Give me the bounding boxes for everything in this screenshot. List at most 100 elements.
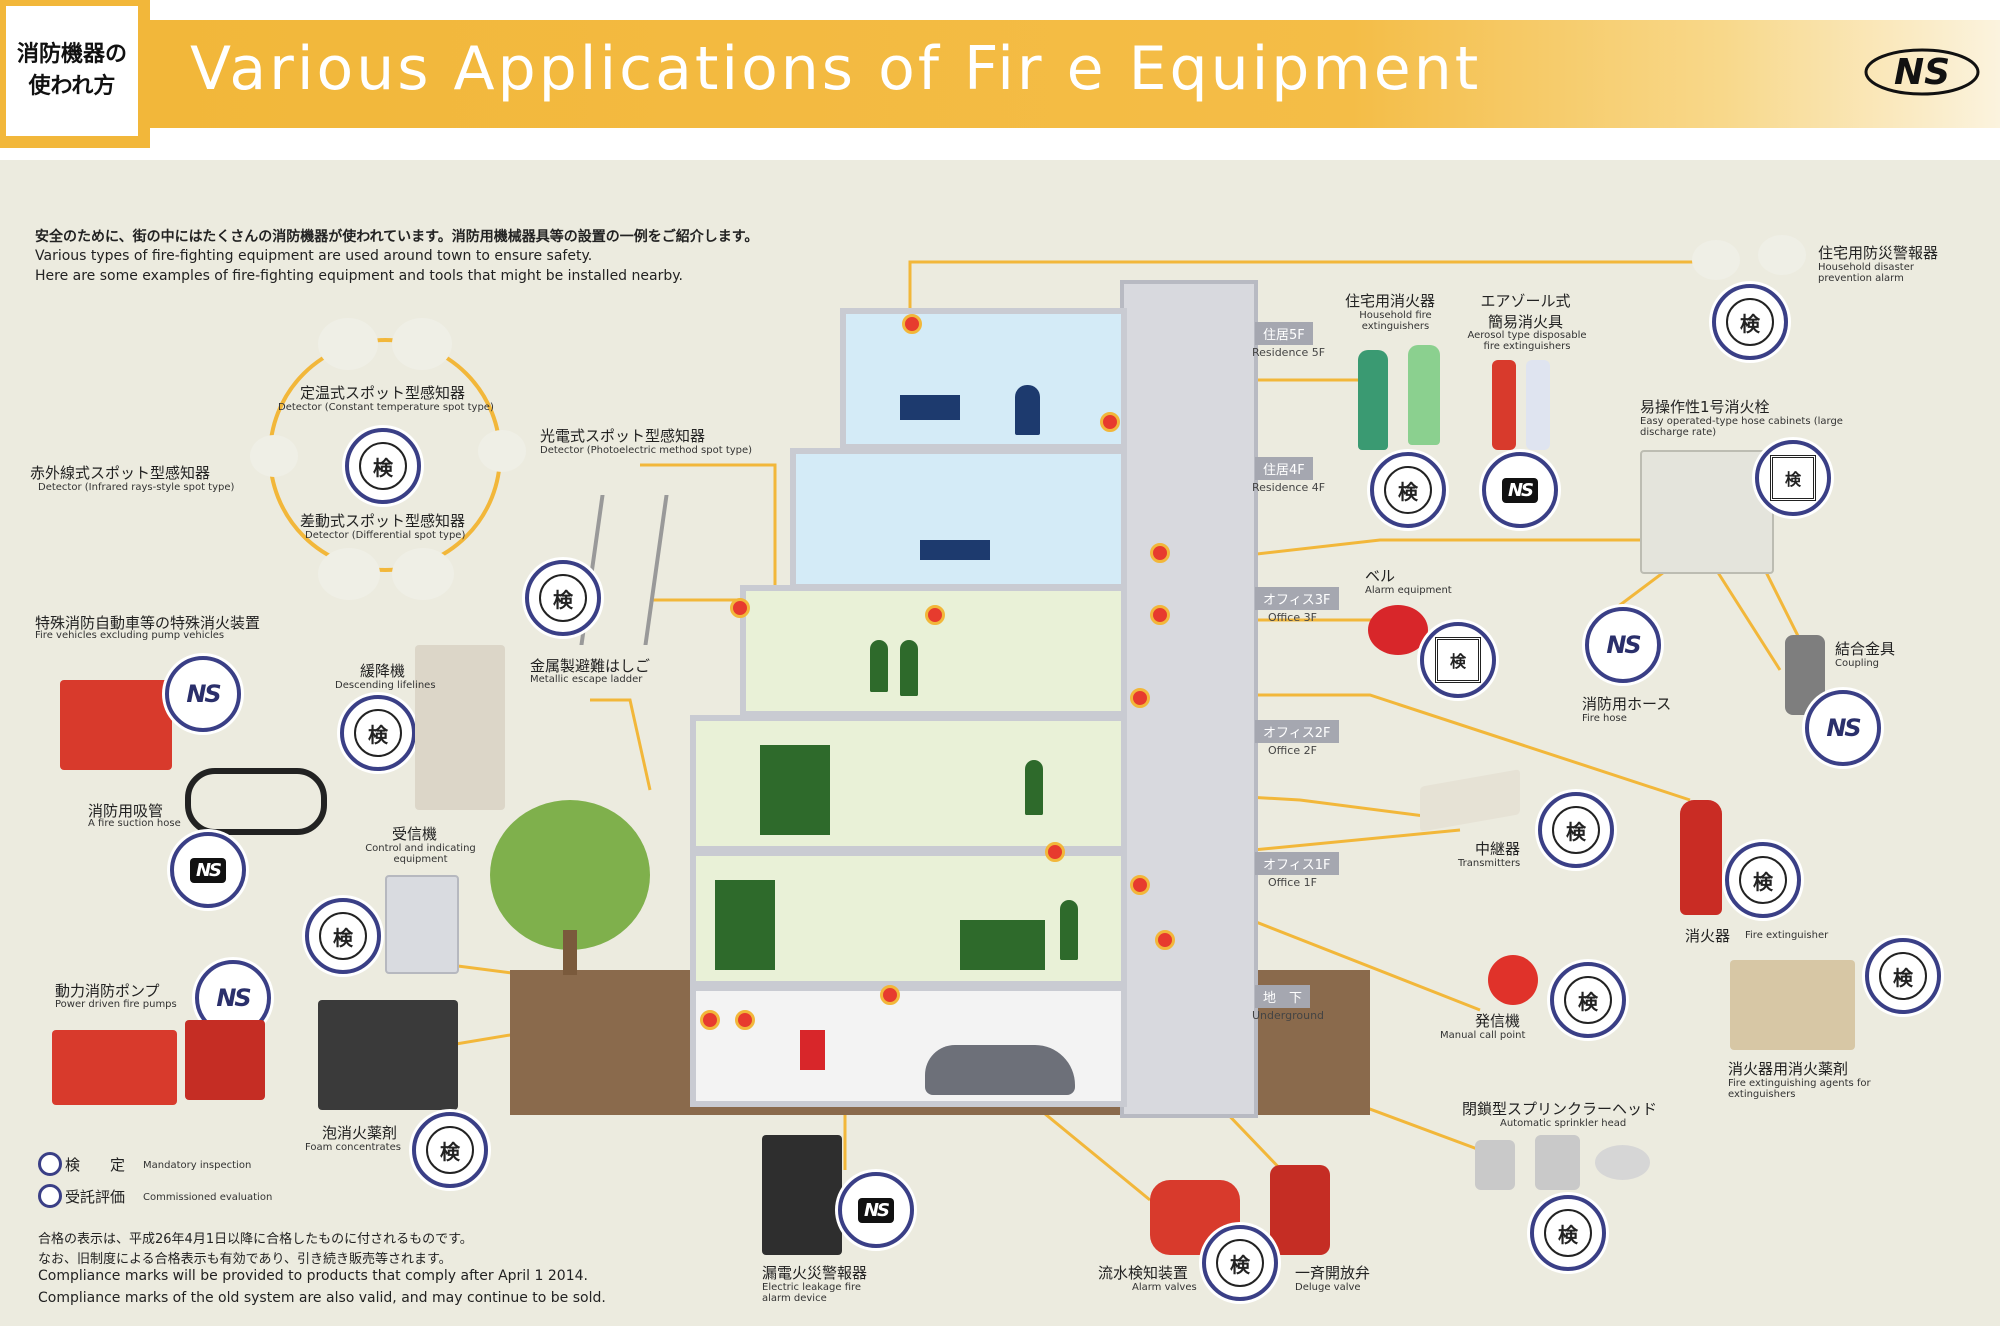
label-ketsugo: 結合金具 — [1835, 640, 1896, 658]
detector-photo — [392, 548, 454, 600]
alarm-dot — [700, 1010, 720, 1030]
ns-mark: NS — [838, 1172, 914, 1248]
label-sadou-en: Detector (Differential spot type) — [305, 530, 466, 541]
kentei-mark: 検 — [1530, 1195, 1606, 1271]
legend-kentei-label: 検 定 — [65, 1156, 126, 1174]
floor-label-5f-en: Residence 5F — [1252, 346, 1326, 359]
agent-photo — [1730, 960, 1855, 1050]
title-banner — [150, 20, 2000, 128]
alarm-panel — [800, 1030, 825, 1070]
note-3: Compliance marks will be provided to pro… — [38, 1268, 588, 1284]
label-hasshinki-en: Manual call point — [1440, 1030, 1526, 1041]
shelf — [760, 745, 830, 835]
label-aerosol: エアゾール式簡易消火具 — [1480, 292, 1571, 331]
label-hose-en: Fire hose — [1582, 713, 1627, 724]
label-teion-en: Detector (Constant temperature spot type… — [278, 402, 494, 413]
hose-cabinet-photo — [1640, 450, 1774, 574]
note-2: なお、旧制度による合格表示も有効であり、引き続き販売等されます。 — [38, 1252, 452, 1267]
pump-truck-photo — [52, 1030, 177, 1105]
floor-label-3f: オフィス3F — [1255, 587, 1339, 610]
floor-2f — [690, 715, 1127, 852]
leakage-alarm-photo — [762, 1135, 842, 1255]
label-rouden: 漏電火災警報器 — [762, 1264, 868, 1282]
kentei-mark: 検 — [340, 695, 416, 771]
label-hose: 消防用ホース — [1582, 695, 1672, 713]
label-rouden-en: Electric leakage fire alarm device — [762, 1282, 862, 1304]
ns-logo: NS — [1864, 48, 1980, 96]
deluge-valve-photo — [1270, 1165, 1330, 1255]
label-jutaku-alarm: 住宅用防災警報器 — [1818, 244, 1939, 262]
alarm-dot — [1150, 605, 1170, 625]
alarm-dot — [1130, 875, 1150, 895]
label-kyuukan-en: A fire suction hose — [88, 818, 181, 829]
alarm-photo — [1758, 235, 1806, 275]
shelf — [715, 880, 775, 970]
label-issei: 一斉開放弁 — [1295, 1264, 1371, 1282]
worker-figure — [1025, 760, 1043, 815]
label-issei-en: Deluge valve — [1295, 1282, 1361, 1293]
kentei-mark: 検 — [1725, 842, 1801, 918]
floor-basement — [690, 985, 1127, 1107]
label-bell-en: Alarm equipment — [1365, 585, 1452, 596]
resident-figure — [1015, 385, 1040, 435]
label-pump: 動力消防ポンプ — [55, 982, 160, 1000]
evaluation-mark: 検 — [1755, 440, 1831, 516]
floor-label-basement-en: Underground — [1252, 1009, 1325, 1022]
jp-title: 消防機器の 使われ方 — [6, 6, 138, 136]
label-shokasen-en: Easy operated-type hose cabinets (large … — [1640, 416, 1843, 438]
sprinkler-photo — [1595, 1145, 1650, 1180]
floor-label-4f-en: Residence 4F — [1252, 481, 1326, 494]
label-tokushu: 特殊消防自動車等の特殊消火装置 — [35, 614, 261, 632]
alarm-dot — [1150, 543, 1170, 563]
lifeline-photo — [415, 645, 505, 810]
page-title: Various Applications of Fir e Equipment — [190, 34, 1482, 104]
ns-mark: NS — [1805, 690, 1881, 766]
alarm-dot — [902, 314, 922, 334]
kentei-mark: 検 — [1370, 452, 1446, 528]
legend-jutaku-en: Commissioned evaluation — [143, 1192, 273, 1203]
foam-photo — [318, 1000, 458, 1110]
kentei-mark: 検 — [412, 1112, 488, 1188]
floor-5f — [840, 308, 1127, 450]
receiver-photo — [385, 875, 459, 974]
floor-label-4f: 住居4F — [1255, 457, 1313, 480]
suction-hose-photo — [185, 768, 327, 835]
label-yakuzai: 消火器用消火薬剤 — [1728, 1060, 1849, 1078]
label-jutaku-shokaki-en: Household fire extinguishers — [1359, 310, 1432, 332]
label-awa-en: Foam concentrates — [305, 1142, 401, 1153]
logo-text: NS — [1894, 52, 1950, 93]
label-sekigai: 赤外線式スポット型感知器 — [30, 464, 211, 482]
label-jushinki: 受信機 — [392, 825, 438, 843]
kentei-mark: 検 — [1865, 938, 1941, 1014]
aerosol-photo — [1526, 360, 1550, 450]
evaluation-mark: 検 — [1420, 622, 1496, 698]
floor-label-1f: オフィス1F — [1255, 852, 1339, 875]
alarm-dot — [1045, 842, 1065, 862]
detector-photo — [478, 430, 526, 472]
sprinkler-photo — [1475, 1140, 1515, 1190]
alarm-dot — [1155, 930, 1175, 950]
label-sadou: 差動式スポット型感知器 — [300, 512, 466, 530]
label-sekigai-en: Detector (Infrared rays-style spot type) — [38, 482, 235, 493]
stairwell — [1120, 280, 1258, 1118]
label-koden-en: Detector (Photoelectric method spot type… — [540, 445, 753, 456]
label-bell: ベル — [1365, 567, 1396, 585]
label-jutaku-alarm-en: Household disaster prevention alarm — [1818, 262, 1914, 284]
detector-photo — [318, 548, 380, 600]
floor-label-2f-en: Office 2F — [1268, 744, 1317, 757]
aerosol-photo — [1492, 360, 1516, 450]
legend-kentei-en: Mandatory inspection — [143, 1160, 252, 1171]
note-4: Compliance marks of the old system are a… — [38, 1290, 606, 1306]
ns-mark: NS — [1482, 452, 1558, 528]
ns-mark: NS — [170, 832, 246, 908]
worker-figure — [1060, 900, 1078, 960]
alarm-dot — [730, 598, 750, 618]
intro-jp: 安全のために、街の中にはたくさんの消防機器が使われています。消防用機械器具等の設… — [35, 229, 759, 245]
label-shokaki-en: Fire extinguisher — [1745, 930, 1829, 941]
label-hashigo: 金属製避難はしご — [530, 657, 651, 675]
label-chukeiki: 中継器 — [1475, 840, 1521, 858]
label-kankouki-en: Descending lifelines — [335, 680, 436, 691]
jp-title-box: 消防機器の 使われ方 — [0, 0, 150, 148]
label-ryusui-en: Alarm valves — [1132, 1282, 1197, 1293]
label-kankouki: 緩降機 — [360, 662, 406, 680]
